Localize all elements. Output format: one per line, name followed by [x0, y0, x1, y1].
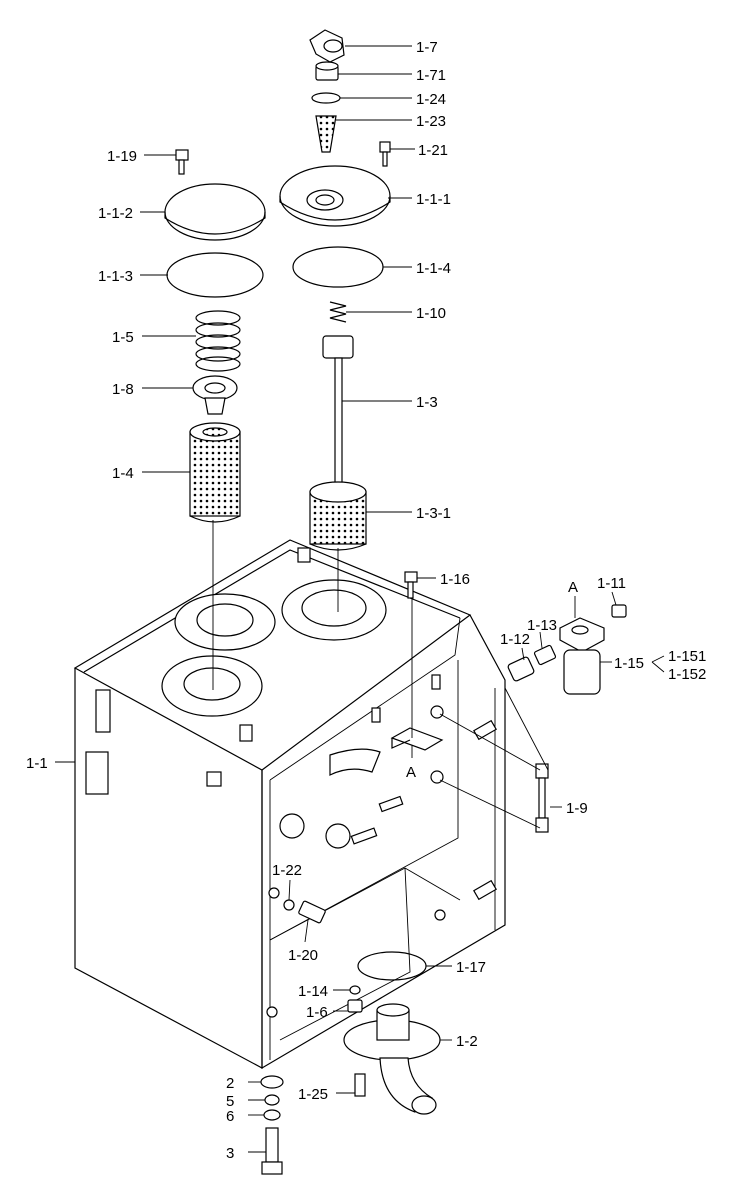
label-view-a-bottom: A	[406, 764, 416, 781]
label-1-17: 1-17	[456, 959, 486, 976]
line-filter	[559, 617, 605, 695]
label-1-8: 1-8	[112, 381, 134, 398]
large-spring	[195, 310, 241, 372]
cover-gasket-right	[292, 246, 384, 288]
label-2: 2	[226, 1075, 234, 1092]
suction-pipe	[343, 1003, 441, 1115]
spacer-washer	[263, 1109, 281, 1121]
mount-bolt	[261, 1127, 283, 1175]
label-3: 3	[226, 1145, 234, 1162]
label-1-20: 1-20	[288, 947, 318, 964]
drain-o-ring	[283, 899, 295, 911]
leader-lines	[55, 45, 665, 1153]
label-1-7: 1-7	[416, 39, 438, 56]
drain-cock	[298, 900, 326, 924]
suction-filter-element	[309, 481, 367, 551]
part-labels: 1-7 1-71 1-24 1-23 1-21 1-19 1-1-1 1-1-2…	[26, 39, 706, 1162]
label-1-24: 1-24	[416, 91, 446, 108]
strainer-cap	[315, 61, 339, 81]
suction-pipe-gasket	[357, 951, 427, 981]
bypass-valve	[192, 375, 238, 415]
label-1-14: 1-14	[298, 983, 328, 1000]
label-1-16: 1-16	[440, 571, 470, 588]
level-gauge	[535, 763, 549, 833]
cover-bolt	[379, 141, 391, 167]
label-1-1-1: 1-1-1	[416, 191, 451, 208]
label-1-23: 1-23	[416, 113, 446, 130]
label-1-5: 1-5	[112, 329, 134, 346]
label-1-19: 1-19	[107, 148, 137, 165]
label-1-1-2: 1-1-2	[98, 205, 133, 222]
cushion	[264, 1094, 280, 1106]
label-1-11: 1-11	[597, 575, 626, 592]
hydraulic-tank-body	[73, 539, 506, 1070]
tank-opening-flange	[281, 579, 387, 641]
label-1-1-3: 1-1-3	[98, 268, 133, 285]
label-1-25: 1-25	[298, 1086, 328, 1103]
label-1-10: 1-10	[416, 305, 446, 322]
plug-o-ring	[349, 985, 361, 995]
bracket-bolt	[404, 571, 418, 599]
label-5: 5	[226, 1093, 234, 1110]
tank-cover-left	[164, 183, 266, 241]
label-1-9: 1-9	[566, 800, 588, 817]
label-1-15: 1-15	[614, 655, 644, 672]
label-1-13: 1-13	[527, 617, 557, 634]
filter-rod	[322, 335, 354, 489]
tank-opening-flange	[174, 593, 276, 651]
label-1-6: 1-6	[306, 1004, 328, 1021]
cover-bolt	[175, 149, 189, 175]
label-6: 6	[226, 1108, 234, 1125]
return-filter-element	[189, 422, 241, 523]
connector-fitting	[507, 656, 535, 682]
label-1-3-1: 1-3-1	[416, 505, 451, 522]
label-view-a-top: A	[568, 579, 578, 596]
label-1-1: 1-1	[26, 755, 48, 772]
label-1-152: 1-152	[668, 666, 706, 683]
label-1-1-4: 1-1-4	[416, 260, 451, 277]
flange-bolt	[354, 1073, 366, 1097]
elbow-fitting	[309, 29, 345, 63]
drain-plug	[347, 999, 363, 1013]
label-1-12: 1-12	[500, 631, 530, 648]
small-spring	[329, 301, 347, 323]
label-1-3: 1-3	[416, 394, 438, 411]
tank-cover-right	[279, 165, 391, 227]
label-1-2: 1-2	[456, 1033, 478, 1050]
label-1-21: 1-21	[418, 142, 448, 159]
plug	[611, 604, 627, 618]
label-1-151: 1-151	[668, 648, 706, 665]
o-ring	[311, 92, 341, 104]
tank-opening-flange	[161, 655, 263, 717]
adapter-fitting	[533, 644, 557, 666]
cover-gasket-left	[166, 252, 264, 298]
label-1-22: 1-22	[272, 862, 302, 879]
filler-strainer	[315, 115, 337, 153]
mount-washer	[260, 1075, 284, 1089]
label-1-4: 1-4	[112, 465, 134, 482]
label-1-71: 1-71	[416, 67, 446, 84]
